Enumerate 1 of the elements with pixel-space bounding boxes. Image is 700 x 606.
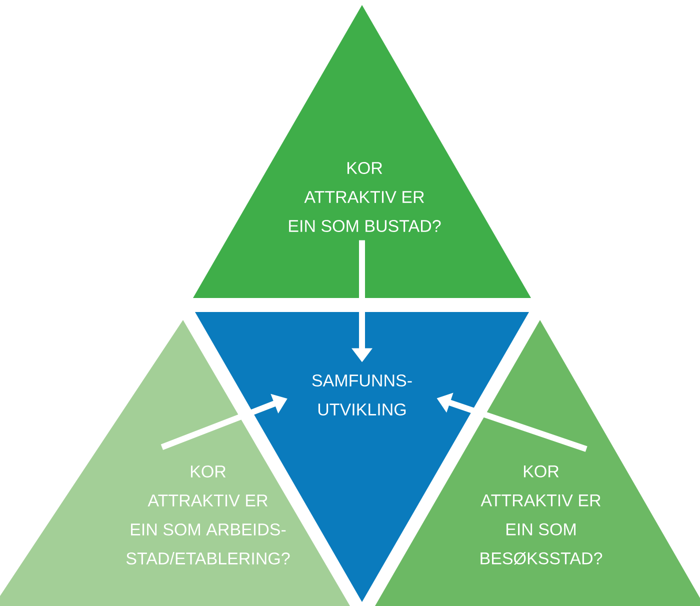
triangle: KOR ATTRAKTIV ER EIN SOM BUSTAD? (193, 5, 531, 298)
